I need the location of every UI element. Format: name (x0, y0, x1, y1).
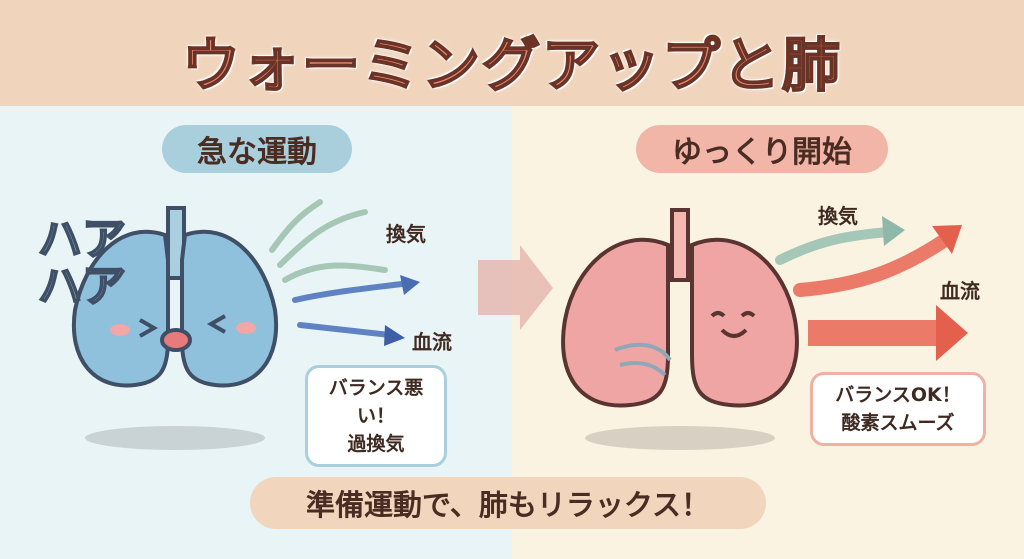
slow-start-label: ゆっくり開始 (636, 125, 888, 173)
bubble-line: バランス悪い！ (328, 377, 424, 427)
speech-bubble-right: バランスOK！ 酸素スムーズ (810, 372, 986, 446)
panting-text-1: ハア (37, 214, 127, 266)
ventilation-label-right: 換気 (818, 204, 858, 228)
shadow-left (85, 426, 265, 450)
blood-arrow-head-left (384, 325, 405, 346)
blood-flow-label-right: 血流 (940, 279, 980, 303)
blood-flow-label-left: 血流 (412, 330, 452, 354)
header-band (0, 0, 1024, 106)
bubble-line: バランスOK！ (835, 384, 961, 406)
ventilation-arrows-left (269, 199, 413, 338)
blush-left (110, 324, 130, 336)
transition-arrow-icon (478, 245, 553, 330)
blue-lungs-icon (71, 206, 279, 388)
bubble-line: 過換気 (347, 433, 405, 455)
blush-right (236, 322, 256, 334)
footer-message: 準備運動で、肺もリラックス！ (250, 477, 766, 529)
bubble-line: 酸素スムーズ (841, 412, 955, 434)
panting-text-2: ハア (37, 261, 127, 313)
speech-bubble-left: バランス悪い！ 過換気 (305, 365, 447, 467)
shadow-right (585, 426, 775, 450)
sudden-exercise-label: 急な運動 (162, 125, 352, 173)
breeze-icon (614, 342, 672, 377)
ventilation-label-left: 換気 (386, 222, 426, 246)
page-title: ウォーミングアップと肺 (181, 30, 842, 100)
ventilation-arrows-right (775, 216, 968, 361)
pink-lungs-icon (561, 208, 799, 408)
